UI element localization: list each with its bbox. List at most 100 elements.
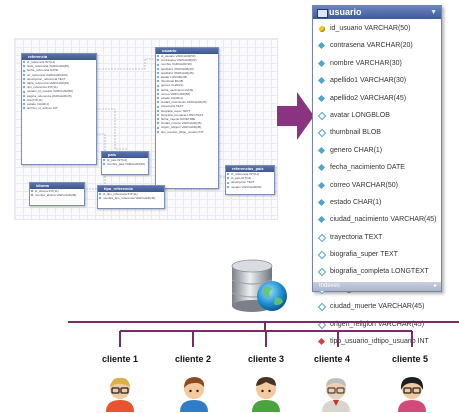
usuario-column-row: thumbnail BLOB [313, 124, 441, 141]
erd-row: id_referencia INT(11) [226, 172, 274, 176]
erd-row: avatar LONGBLOB [156, 75, 218, 79]
usuario-column-row: contrasena VARCHAR(20) [313, 37, 441, 54]
column-label: genero CHAR(1) [330, 146, 383, 154]
indexes-label: Indexes [319, 283, 341, 289]
column-label: avatar LONGBLOB [330, 111, 390, 119]
erd-row: tipo_usuario_idtipo_usuario INT [156, 130, 218, 134]
erd-row: cita INT(11) [22, 98, 96, 102]
erd-row: nombre_idioma VARCHAR(45) [30, 193, 84, 197]
usuario-column-row: origen_religion VARCHAR(45) [313, 316, 441, 333]
right-arrow-icon [277, 92, 314, 140]
database-server-icon [231, 259, 287, 312]
usuario-column-row: apellido1 VARCHAR(30) [313, 72, 441, 89]
column-label: estado CHAR(1) [330, 198, 382, 206]
column-label: apellido2 VARCHAR(45) [330, 94, 407, 102]
column-label: correo VARCHAR(50) [330, 181, 398, 189]
erd-row: origen_religion VARCHAR(45) [156, 125, 218, 129]
erd-row: nombre_pais VARCHAR(45) [102, 162, 148, 166]
erd-row: thumbnail BLOB [156, 79, 218, 83]
usuario-column-row: biografia_super TEXT [313, 246, 441, 263]
column-label: origen_religion VARCHAR(45) [330, 320, 425, 328]
collapse-caret-icon: ▼ [430, 9, 437, 16]
erd-table-title: tipo_referencia [98, 186, 164, 192]
usuario-column-row: genero CHAR(1) [313, 142, 441, 159]
usuario-column-row: correo VARCHAR(50) [313, 177, 441, 194]
erd-row: fecha_referencia DATE [22, 68, 96, 72]
usuario-column-row: id_usuario VARCHAR(50) [313, 20, 441, 37]
erd-row: estado CHAR(1) [22, 102, 96, 106]
erd-table-usuario: usuario id_usuario VARCHAR(50) contrasen… [155, 47, 219, 189]
erd-table-pais: pais id_pais INT(11) nombre_pais VARCHAR… [101, 151, 149, 175]
erd-row: ciudad_muerte VARCHAR(45) [156, 121, 218, 125]
usuario-column-row: apellido2 VARCHAR(45) [313, 90, 441, 107]
primary-key-icon [319, 26, 325, 32]
erd-row: fecha_muerte DATETIME [156, 117, 218, 121]
usuario-column-row: fecha_nacimiento DATE [313, 159, 441, 176]
indexes-footer: Indexes ▸ [313, 282, 441, 291]
erd-row: biografia_super TEXT [156, 109, 218, 113]
erd-row: id_tipo_referencia INT(11) [98, 192, 164, 196]
column-label: fecha_nacimiento DATE [330, 164, 405, 172]
expand-caret-icon: ▸ [433, 283, 437, 289]
erd-row: ciudad_nacimiento VARCHAR(45) [156, 100, 218, 104]
erd-table-title: referencias_pais [226, 166, 274, 172]
erd-row: nombre VARCHAR(30) [156, 62, 218, 66]
erd-row: usuario VARCHAR(50) [226, 185, 274, 189]
column-label: contrasena VARCHAR(20) [330, 42, 413, 50]
usuario-column-row: trayectoria TEXT [313, 229, 441, 246]
erd-row: descripcion TEXT [226, 180, 274, 184]
avatar-brown-hair-icon [180, 377, 208, 412]
table-title: usuario [329, 7, 362, 17]
column-label: tipo_usuario_idtipo_usuario INT [330, 338, 429, 346]
erd-row: apellido1 VARCHAR(30) [156, 67, 218, 71]
erd-row: id_pais INT(11) [226, 176, 274, 180]
erd-row: tipo_referencia INT(11) [22, 85, 96, 89]
client-label-1: cliente 1 [101, 354, 139, 364]
erd-row: fecha_nacimiento DATE [156, 88, 218, 92]
erd-row: usuario_id_usuario VARCHAR(50) [22, 89, 96, 93]
erd-row: contrasena VARCHAR(20) [156, 58, 218, 62]
erd-row: estado CHAR(1) [156, 96, 218, 100]
client-label-4: cliente 4 [313, 354, 351, 364]
erd-table-tipo-referencia: tipo_referencia id_tipo_referencia INT(1… [97, 185, 165, 209]
usuario-column-row: ciudad_muerte VARCHAR(45) [313, 298, 441, 315]
erd-row: apellido2 VARCHAR(45) [156, 71, 218, 75]
erd-row: pagina_referencia VARCHAR(45) [22, 94, 96, 98]
usuario-table-header: usuario ▼ [313, 6, 441, 19]
column-label: biografia_super TEXT [330, 251, 398, 259]
usuario-table: usuario ▼ id_usuario VARCHAR(50) contrase… [312, 5, 442, 346]
erd-table-title: pais [102, 152, 148, 158]
client-label-2: cliente 2 [174, 354, 212, 364]
avatar-green-icon [252, 377, 280, 412]
client-label-3: cliente 3 [247, 354, 285, 364]
client-label-5: cliente 5 [391, 354, 429, 364]
avatar-black-hair-icon [398, 377, 426, 412]
usuario-column-row: nombre VARCHAR(30) [313, 55, 441, 72]
column-label: id_usuario VARCHAR(50) [330, 25, 411, 32]
erd-table-referencia: referencia id_referencia INT(11) titulo_… [21, 53, 97, 165]
erd-table-title: usuario [156, 48, 218, 54]
erd-table-title: idioma [30, 183, 84, 189]
erd-row: archivo_id_archivo INT [22, 106, 96, 110]
erd-row: correo VARCHAR(50) [156, 92, 218, 96]
erd-row: url_referencia VARCHAR(100) [22, 73, 96, 77]
erd-row: id_usuario VARCHAR(50) [156, 54, 218, 58]
usuario-column-row: ciudad_nacimiento VARCHAR(45) [313, 211, 441, 228]
erd-diagram-thumbnail: referencia id_referencia INT(11) titulo_… [14, 38, 278, 220]
column-label: apellido1 VARCHAR(30) [330, 77, 407, 85]
column-label: trayectoria TEXT [330, 233, 383, 241]
usuario-column-row: estado CHAR(1) [313, 194, 441, 211]
usuario-column-row: avatar LONGBLOB [313, 107, 441, 124]
erd-row: id_pais INT(11) [102, 158, 148, 162]
erd-row: genero CHAR(1) [156, 83, 218, 87]
erd-table-referencias-pais: referencias_pais id_referencia INT(11) i… [225, 165, 275, 195]
usuario-column-row: tipo_usuario_idtipo_usuario INT [313, 333, 441, 350]
erd-table-idioma: idioma id_idioma INT(11) nombre_idioma V… [29, 182, 85, 206]
tree-horizontal-line [68, 321, 459, 323]
table-icon [317, 9, 328, 18]
avatar-red-glasses-icon [106, 377, 134, 412]
erd-row: tabla_referencia VARCHAR(45) [22, 81, 96, 85]
erd-row: id_idioma INT(11) [30, 189, 84, 193]
erd-row: id_referencia INT(11) [22, 60, 96, 64]
